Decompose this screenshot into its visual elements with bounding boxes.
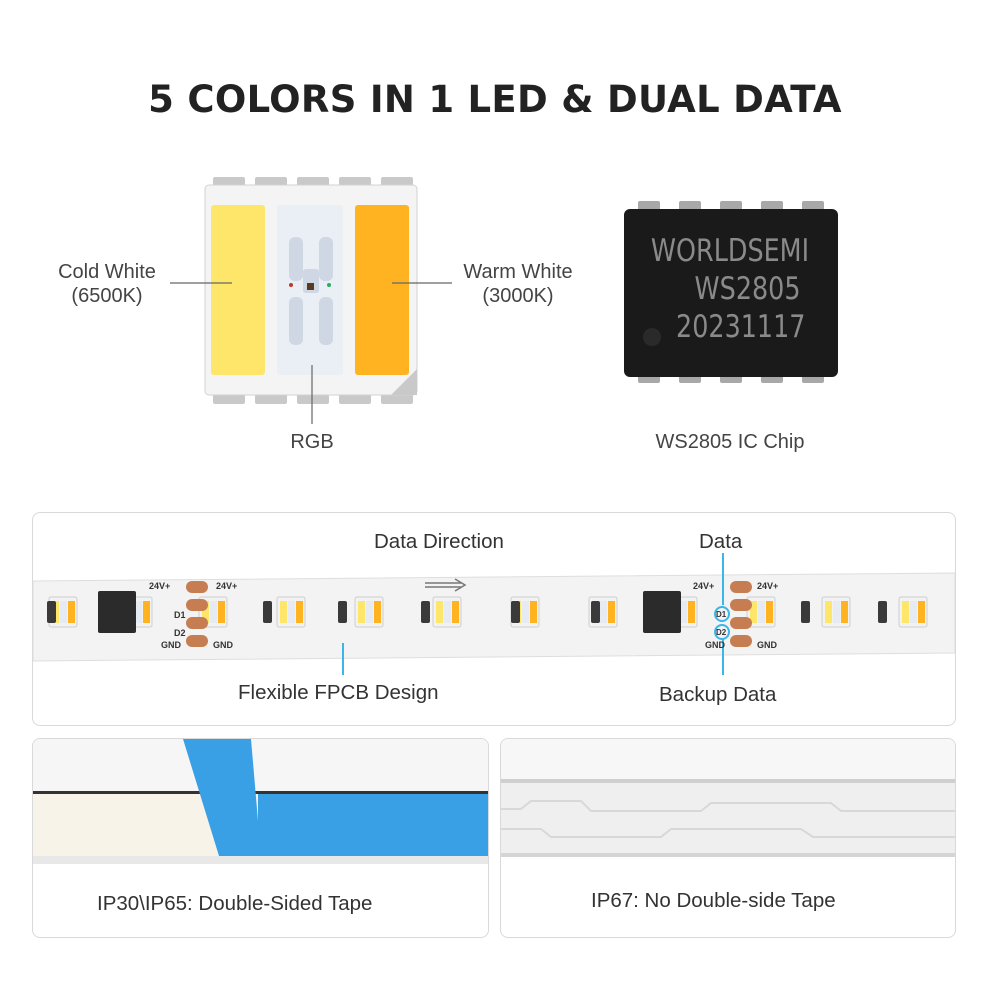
chip-caption: WS2805 IC Chip (655, 431, 805, 453)
smd-led-illustration (204, 177, 418, 404)
silk-24v-left-2: 24V+ (216, 581, 238, 591)
led-strip-illustration (33, 553, 955, 675)
warm-white-temp: (3000K) (482, 285, 554, 307)
silk-d2-right: D2 (716, 628, 727, 637)
data-label: Data (699, 530, 743, 553)
cold-white-label: Cold White (6500K) (48, 260, 166, 308)
warm-white-die (355, 205, 409, 375)
led-strip-panel: 24V+ 24V+ D1 D2 GND GND 24V+ 24V+ D1 D2 … (32, 512, 956, 726)
warm-white-label: Warm White (3000K) (454, 260, 582, 308)
cold-white-die (211, 205, 265, 375)
strip-ic-2 (643, 591, 681, 633)
silk-d1-left: D1 (174, 610, 186, 620)
silk-gnd-left-2: GND (213, 640, 233, 650)
double-sided-tape-panel: IP30\IP65: Double-Sided Tape (32, 738, 489, 938)
rgb-label: RGB (290, 431, 334, 453)
backup-data-label: Backup Data (659, 683, 777, 706)
strip-led (354, 596, 384, 628)
silk-gnd-right-2: GND (757, 640, 777, 650)
silk-gnd-left: GND (161, 640, 181, 650)
strip-led (276, 596, 306, 628)
silk-24v-right: 24V+ (693, 581, 715, 591)
strip-led (898, 596, 928, 628)
silk-d1-right: D1 (716, 610, 727, 619)
blue-tape-peel (183, 739, 261, 856)
page-title: 5 COLORS IN 1 LED & DUAL DATA (148, 78, 842, 121)
strip-ic-1 (98, 591, 136, 633)
silk-d2-left: D2 (174, 628, 186, 638)
silk-gnd-right: GND (705, 640, 725, 650)
silk-24v-left: 24V+ (149, 581, 171, 591)
ip30-ip65-caption: IP30\IP65: Double-Sided Tape (97, 892, 373, 915)
ip67-strip-illustration (501, 739, 955, 857)
flexible-fpcb-label: Flexible FPCB Design (238, 681, 439, 704)
data-direction-label: Data Direction (374, 530, 504, 553)
strip-led (432, 596, 462, 628)
strip-led (821, 596, 851, 628)
strip-led (746, 596, 776, 628)
blue-tape-liner (258, 794, 488, 856)
chip-marking: WORLDSEMI WS2805 20231117 (648, 232, 812, 346)
cold-white-temp: (6500K) (71, 285, 143, 307)
no-tape-panel: IP67: No Double-side Tape (500, 738, 956, 938)
cold-white-name: Cold White (58, 261, 156, 283)
chip-model: WS2805 (694, 271, 801, 307)
ws2805-chip-illustration (624, 201, 838, 383)
chip-date-code: 20231117 (676, 309, 806, 345)
tape-illustration (33, 739, 488, 864)
ip67-caption: IP67: No Double-side Tape (591, 889, 836, 912)
silk-24v-right-2: 24V+ (757, 581, 779, 591)
warm-white-name: Warm White (463, 261, 573, 283)
chip-brand: WORLDSEMI (650, 233, 810, 269)
